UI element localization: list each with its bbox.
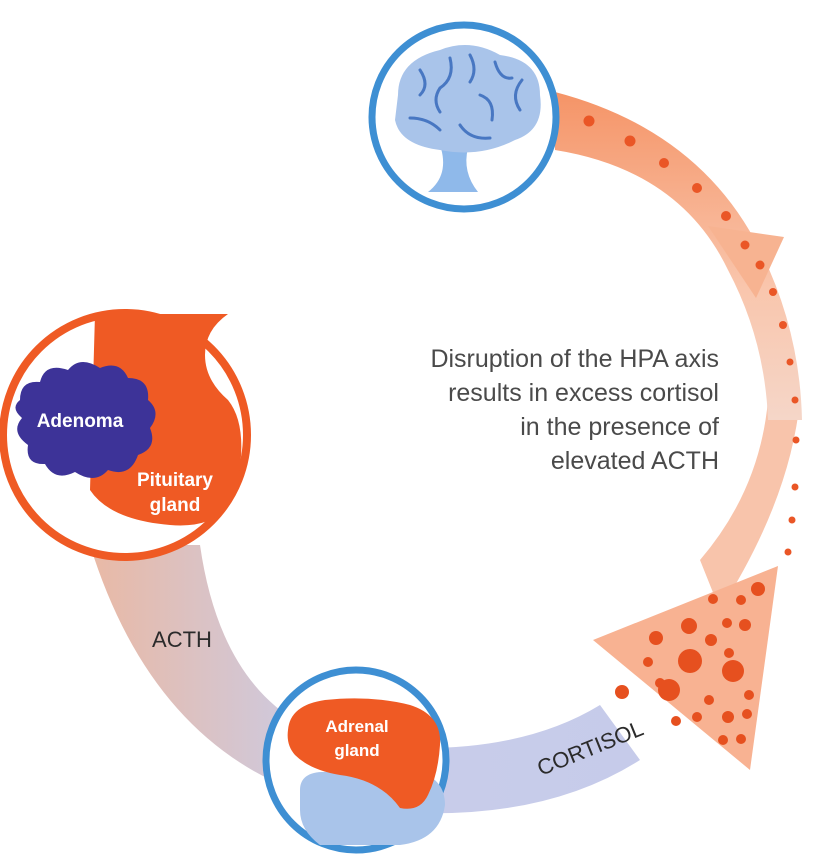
adrenal-label-line1: Adrenal — [325, 717, 388, 736]
adenoma-label: Adenoma — [37, 411, 124, 432]
pituitary-gland-icon — [90, 314, 242, 526]
pituitary-label-line1: Pituitary — [137, 470, 213, 491]
cortisol-arc-band — [700, 400, 800, 610]
pituitary-node — [0, 309, 251, 561]
molecules-upper — [583, 115, 800, 556]
cortisol-molecule-icon — [615, 582, 765, 745]
adrenal-gland-icon — [287, 698, 441, 809]
adrenal-label-line2: gland — [334, 741, 379, 760]
adenoma-icon — [15, 361, 156, 479]
caption-line-1: Disruption of the HPA axis — [430, 345, 719, 373]
feedback-arrowhead — [708, 226, 784, 298]
brain-icon — [395, 45, 541, 192]
caption-line-3: in the presence of — [520, 413, 719, 441]
adrenal-node — [262, 666, 450, 854]
brain-node — [368, 21, 560, 213]
acth-arrow-band — [90, 545, 640, 814]
caption-line-4: elevated ACTH — [550, 447, 719, 475]
diagram-caption: Disruption of the HPA axis results in ex… — [299, 342, 719, 478]
caption-line-2: results in excess cortisol — [448, 379, 719, 407]
pituitary-label-line2: gland — [150, 495, 201, 516]
acth-label: ACTH — [152, 627, 212, 652]
